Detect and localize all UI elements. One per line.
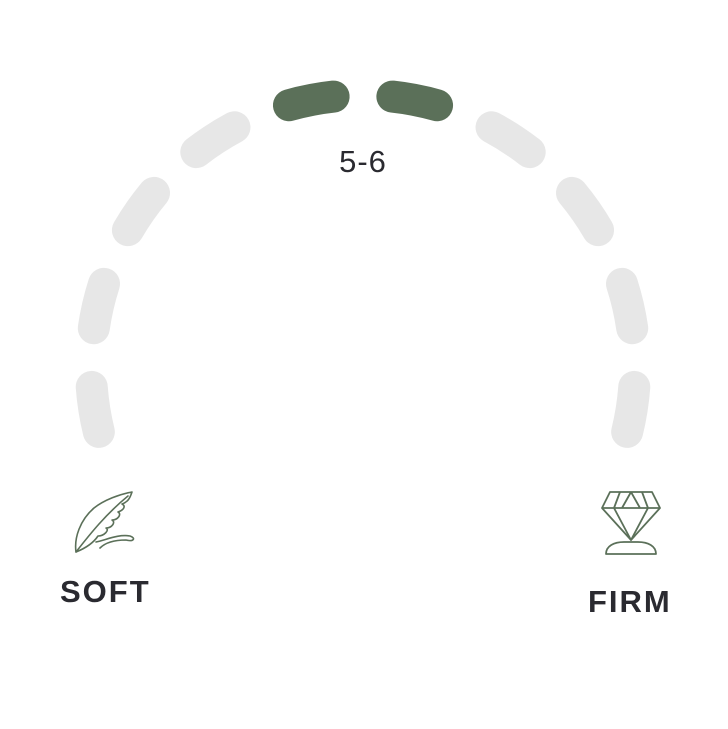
firm-label: FIRM (588, 584, 672, 619)
gauge-segment (555, 176, 615, 247)
gauge-segment (75, 370, 115, 448)
diamond-icon (601, 491, 661, 555)
gauge-segment (611, 370, 651, 448)
gauge-segment-active (272, 80, 350, 122)
firmness-value: 5-6 (339, 144, 387, 179)
feather-icon (74, 491, 135, 553)
gauge-segment (180, 111, 251, 169)
gauge-segment (605, 267, 649, 345)
soft-label: SOFT (60, 574, 151, 609)
gauge-segment (475, 111, 546, 169)
gauge-segment (77, 267, 121, 345)
gauge-segment (111, 176, 171, 247)
gauge-segment-active (376, 80, 454, 122)
